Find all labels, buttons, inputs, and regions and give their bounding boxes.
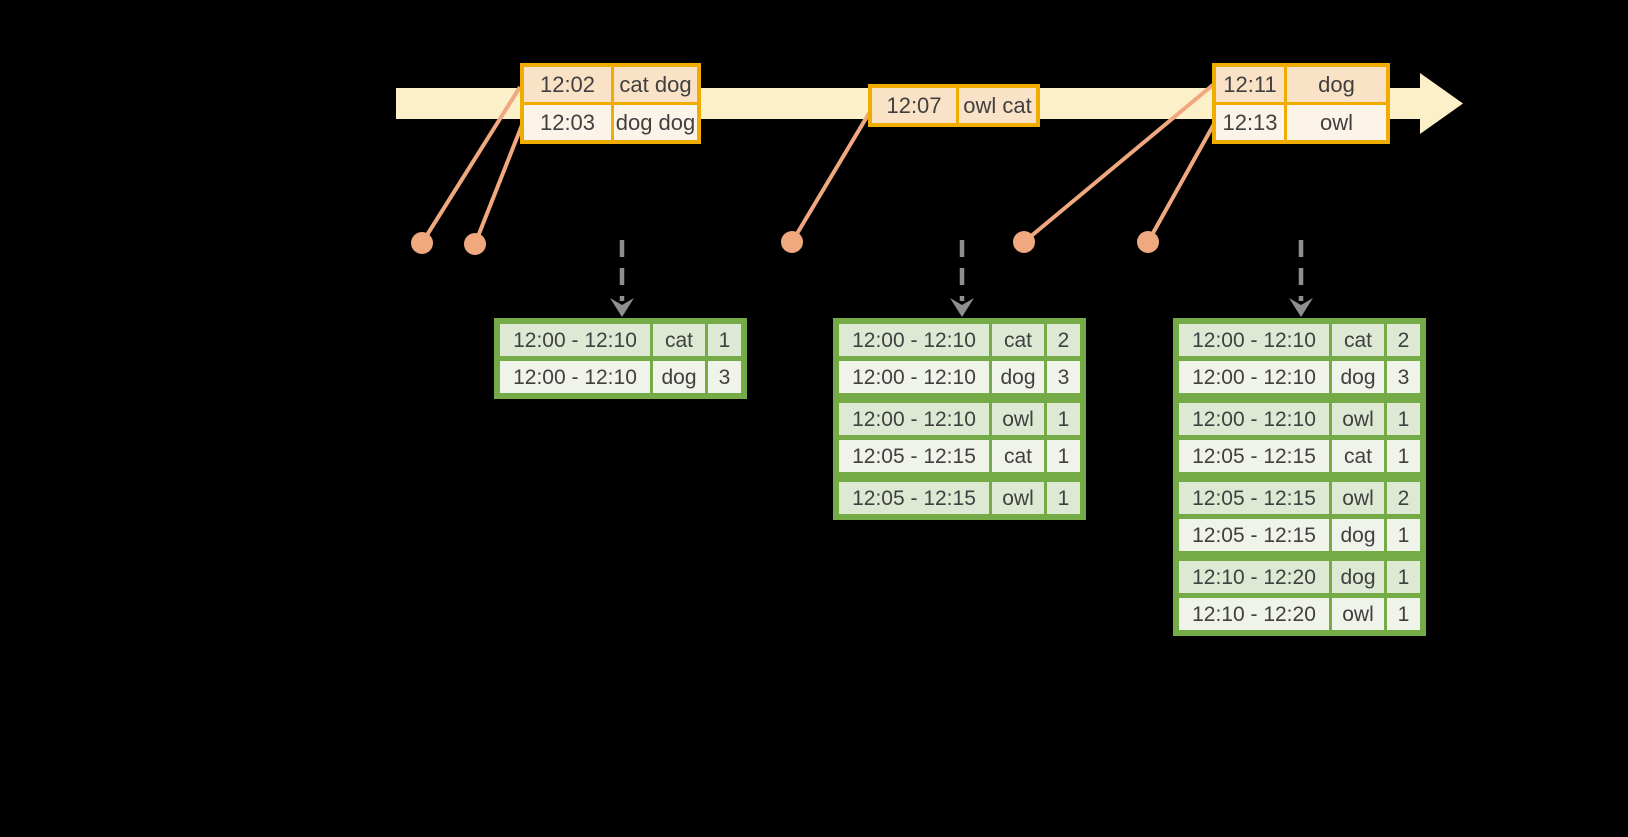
word-cell: cat xyxy=(989,440,1044,472)
event-time-cell: 12:11 xyxy=(1216,67,1284,102)
word-cell: cat xyxy=(650,324,705,356)
word-cell: owl xyxy=(1329,482,1384,514)
window-cell: 12:10 - 12:20 xyxy=(1179,598,1329,630)
word-cell: owl xyxy=(1329,598,1384,630)
word-cell: dog xyxy=(650,361,705,393)
event-connector-line xyxy=(790,108,873,244)
event-words-cell: owl xyxy=(1284,105,1386,140)
count-cell: 1 xyxy=(1044,482,1080,514)
word-cell: owl xyxy=(989,482,1044,514)
word-cell: owl xyxy=(989,403,1044,435)
event-time-cell: 12:02 xyxy=(524,67,611,102)
window-cell: 12:00 - 12:10 xyxy=(500,361,650,393)
window-cell: 12:00 - 12:10 xyxy=(500,324,650,356)
window-cell: 12:00 - 12:10 xyxy=(1179,324,1329,356)
count-cell: 2 xyxy=(1044,324,1080,356)
event-words-cell: cat dog xyxy=(611,67,697,102)
count-cell: 1 xyxy=(1384,440,1420,472)
count-cell: 1 xyxy=(1044,440,1080,472)
event-dots xyxy=(411,231,1159,255)
trigger-arrows xyxy=(610,240,1313,317)
event-words-cell: dog dog xyxy=(611,105,697,140)
trigger-arrow-icon xyxy=(950,240,974,317)
count-cell: 1 xyxy=(1384,519,1420,551)
event-dot xyxy=(464,233,486,255)
event-connector-lines xyxy=(420,82,1216,245)
trigger-arrow-icon xyxy=(1289,240,1313,317)
window-cell: 12:00 - 12:10 xyxy=(839,403,989,435)
count-cell: 3 xyxy=(1384,361,1420,393)
event-time-cell: 12:03 xyxy=(524,105,611,140)
word-cell: dog xyxy=(1329,361,1384,393)
word-cell: cat xyxy=(1329,324,1384,356)
word-cell: dog xyxy=(1329,519,1384,551)
event-time-cell: 12:13 xyxy=(1216,105,1284,140)
count-cell: 1 xyxy=(705,324,741,356)
count-cell: 1 xyxy=(1044,403,1080,435)
word-cell: owl xyxy=(1329,403,1384,435)
window-cell: 12:10 - 12:20 xyxy=(1179,561,1329,593)
window-cell: 12:05 - 12:15 xyxy=(1179,519,1329,551)
event-dot xyxy=(1013,231,1035,253)
word-cell: dog xyxy=(1329,561,1384,593)
event-connector-line xyxy=(473,124,524,245)
word-cell: cat xyxy=(989,324,1044,356)
window-cell: 12:00 - 12:10 xyxy=(1179,403,1329,435)
word-cell: dog xyxy=(989,361,1044,393)
window-cell: 12:05 - 12:15 xyxy=(1179,440,1329,472)
event-time-cell: 12:07 xyxy=(872,88,956,123)
event-dot xyxy=(781,231,803,253)
window-cell: 12:00 - 12:10 xyxy=(1179,361,1329,393)
word-cell: cat xyxy=(1329,440,1384,472)
event-dot xyxy=(1137,231,1159,253)
count-cell: 1 xyxy=(1384,403,1420,435)
count-cell: 2 xyxy=(1384,324,1420,356)
window-cell: 12:05 - 12:15 xyxy=(839,482,989,514)
event-words-cell: owl cat xyxy=(956,88,1036,123)
count-cell: 3 xyxy=(705,361,741,393)
count-cell: 1 xyxy=(1384,598,1420,630)
event-connector-line xyxy=(1022,82,1216,244)
window-cell: 12:05 - 12:15 xyxy=(839,440,989,472)
event-dot xyxy=(411,232,433,254)
count-cell: 2 xyxy=(1384,482,1420,514)
event-words-cell: dog xyxy=(1284,67,1386,102)
event-connector-line xyxy=(420,85,522,245)
window-cell: 12:00 - 12:10 xyxy=(839,324,989,356)
event-connector-line xyxy=(1146,123,1216,243)
count-cell: 3 xyxy=(1044,361,1080,393)
window-cell: 12:05 - 12:15 xyxy=(1179,482,1329,514)
trigger-arrow-icon xyxy=(610,240,634,317)
window-cell: 12:00 - 12:10 xyxy=(839,361,989,393)
count-cell: 1 xyxy=(1384,561,1420,593)
